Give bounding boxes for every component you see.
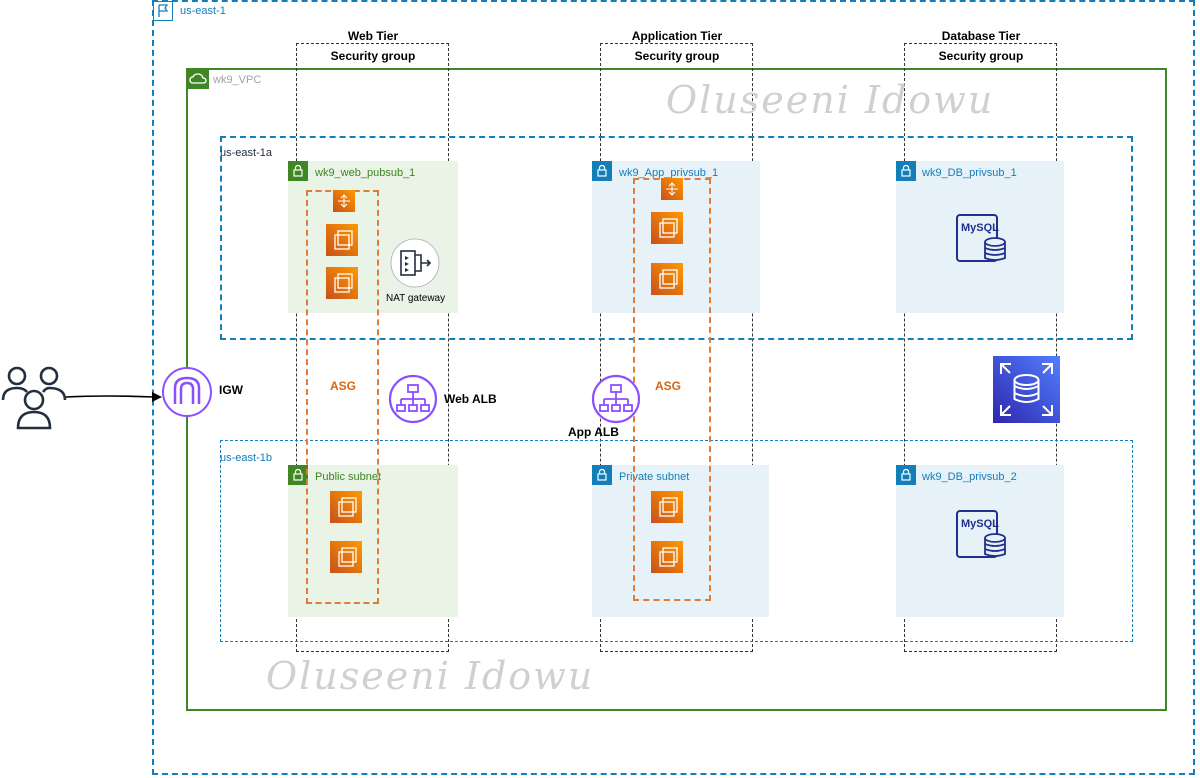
ec2-instance-icon: [330, 541, 362, 573]
ec2-instance-icon: [326, 267, 358, 299]
ec2-instance-icon: [651, 212, 683, 244]
app-alb-label: App ALB: [568, 425, 619, 439]
watermark-signature: Oluseeni Idowu: [666, 78, 995, 122]
subnet-db-b: [896, 465, 1064, 617]
subnet-db-a: [896, 161, 1064, 313]
lock-icon: [896, 161, 916, 181]
subnet-web-a: [288, 161, 458, 313]
web-asg-label: ASG: [330, 379, 357, 393]
ec2-instance-icon: [330, 491, 362, 523]
nat-gateway-label: NAT gateway: [386, 293, 446, 304]
region-boundary: [152, 0, 1195, 775]
auto-scaling-icon: [333, 190, 355, 212]
app-asg-label: ASG: [655, 379, 682, 393]
app-tier-title: Application Tier: [631, 29, 723, 43]
web-sg-label: Security group: [330, 49, 416, 63]
web-load-balancer-icon: [388, 374, 438, 424]
ec2-instance-icon: [326, 224, 358, 256]
users-to-igw-arrow: [65, 390, 166, 404]
region-flag-icon: [153, 1, 173, 21]
subnet-app-b-label: Private subnet: [619, 471, 690, 483]
db-sg-label: Security group: [938, 49, 1024, 63]
az-us-east-1a: [220, 136, 1133, 340]
region-label: us-east-1: [180, 5, 226, 17]
web-tier-title: Web Tier: [347, 29, 399, 43]
mysql-database-icon: MySQL: [955, 212, 1007, 264]
subnet-web-b: [288, 465, 458, 617]
internet-gateway-icon: [161, 366, 213, 418]
subnet-db-b-label: wk9_DB_privsub_2: [922, 471, 1017, 483]
vpc-label: wk9_VPC: [213, 74, 262, 86]
az-a-label: us-east-1a: [220, 147, 272, 159]
subnet-app-a-label: wk9_App_privsub_1: [619, 167, 719, 179]
rds-icon: [993, 356, 1060, 423]
subnet-web-b-label: Public subnet: [315, 471, 382, 483]
subnet-web-a-label: wk9_web_pubsub_1: [315, 167, 416, 179]
app-sg-label: Security group: [634, 49, 720, 63]
app-security-group: [600, 43, 753, 652]
users-icon: [0, 362, 70, 432]
app-load-balancer-icon: [591, 374, 641, 424]
watermark-signature: Oluseeni Idowu: [266, 654, 595, 698]
ec2-instance-icon: [651, 263, 683, 295]
az-b-label: us-east-1b: [220, 452, 272, 464]
lock-icon: [896, 465, 916, 485]
ec2-instance-icon: [651, 491, 683, 523]
vpc-cloud-icon: [187, 69, 209, 89]
lock-icon: [592, 161, 612, 181]
igw-label: IGW: [219, 383, 243, 397]
lock-icon: [592, 465, 612, 485]
web-alb-label: Web ALB: [444, 392, 497, 406]
mysql-b-label: MySQL: [961, 518, 999, 530]
db-tier-title: Database Tier: [941, 29, 1021, 43]
mysql-database-icon: MySQL: [955, 508, 1007, 560]
lock-icon: [288, 161, 308, 181]
mysql-a-label: MySQL: [961, 222, 999, 234]
web-security-group: [296, 43, 449, 652]
az-us-east-1b: [220, 440, 1133, 642]
lock-icon: [288, 465, 308, 485]
nat-gateway-icon: [390, 238, 440, 288]
auto-scaling-icon: [661, 178, 683, 200]
subnet-db-a-label: wk9_DB_privsub_1: [922, 167, 1017, 179]
ec2-instance-icon: [651, 541, 683, 573]
db-security-group: [904, 43, 1057, 652]
